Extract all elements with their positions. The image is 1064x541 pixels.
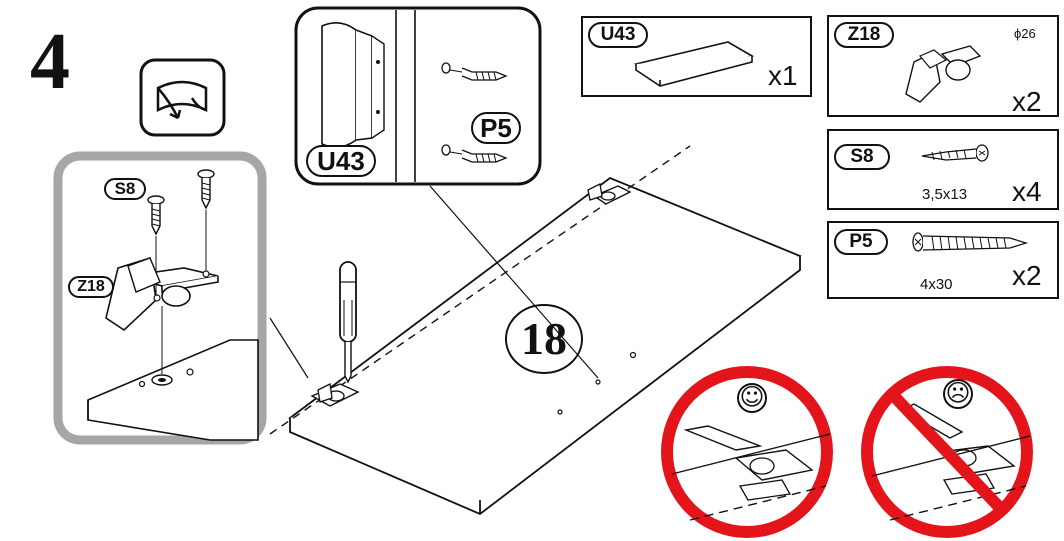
z18-diameter: ϕ26 bbox=[1014, 26, 1036, 41]
u43-quantity: x1 bbox=[768, 60, 798, 91]
z18-hinge bbox=[105, 256, 219, 374]
z18-label: Z18 bbox=[68, 276, 114, 298]
s8-screw-2 bbox=[197, 169, 215, 272]
correct-orientation-sign bbox=[661, 366, 833, 538]
p5-size: 4x30 bbox=[920, 276, 953, 293]
frown-icon bbox=[943, 379, 973, 409]
u43-part-code: U43 bbox=[588, 22, 648, 48]
rotate-board-icon bbox=[139, 58, 226, 137]
s8-label: S8 bbox=[104, 178, 146, 200]
hinge-leader-line bbox=[269, 317, 309, 379]
board-hinge-bottom bbox=[310, 383, 360, 407]
detail-leader-line bbox=[429, 185, 599, 379]
s8-size: 3,5x13 bbox=[922, 186, 968, 203]
p5-detail-label: P5 bbox=[471, 112, 521, 144]
s8-part-code: S8 bbox=[834, 144, 890, 170]
board-hinge-top bbox=[587, 183, 632, 205]
hinge-callout bbox=[53, 151, 267, 445]
z18-quantity: x2 bbox=[1012, 86, 1042, 117]
p5-part-code: P5 bbox=[834, 229, 888, 255]
wrong-face-glyph: ☹ bbox=[945, 379, 971, 407]
correct-face-glyph: ☺ bbox=[739, 383, 765, 411]
wrong-orientation-sign bbox=[861, 366, 1033, 538]
board-18 bbox=[269, 145, 802, 516]
p5-screw-1 bbox=[441, 62, 508, 81]
smiley-icon bbox=[737, 383, 767, 413]
board-number: 18 bbox=[521, 313, 567, 364]
s8-screw-1 bbox=[147, 195, 165, 300]
p5-quantity: x2 bbox=[1012, 260, 1042, 291]
screwdriver-icon bbox=[339, 261, 357, 384]
p5-screw-2 bbox=[441, 144, 508, 163]
u43-detail-label: U43 bbox=[306, 145, 376, 177]
board-number-badge bbox=[505, 304, 583, 374]
step-number: 4 bbox=[30, 18, 70, 106]
z18-part-code: Z18 bbox=[834, 22, 894, 48]
s8-quantity: x4 bbox=[1012, 176, 1042, 207]
